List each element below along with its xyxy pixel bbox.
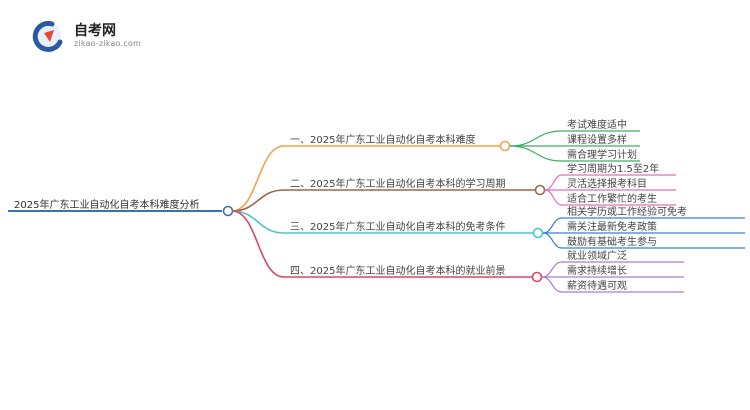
leaf-topic[interactable]: 考试难度适中: [567, 118, 627, 131]
branch-node-dot[interactable]: [532, 227, 544, 239]
leaf-connector: [541, 261, 563, 278]
leaf-connector: [509, 145, 563, 162]
branch-connector: [231, 145, 285, 212]
leaf-topic[interactable]: 薪资待遇可观: [567, 279, 627, 292]
branch-connector: [231, 210, 285, 278]
branch-node-dot[interactable]: [534, 184, 546, 196]
branch-connector: [231, 189, 285, 212]
branch-node-dot[interactable]: [499, 140, 511, 152]
leaf-topic[interactable]: 课程设置多样: [567, 133, 627, 146]
leaf-topic[interactable]: 需合理学习计划: [567, 148, 637, 161]
branch-topic-1[interactable]: 一、2025年广东工业自动化自考本科难度: [290, 133, 475, 146]
leaf-topic[interactable]: 灵活选择报考科目: [567, 177, 647, 190]
root-topic[interactable]: 2025年广东工业自动化自考本科难度分析: [14, 198, 199, 211]
leaf-connector: [542, 217, 563, 234]
leaf-connector: [509, 130, 563, 147]
site-logo[interactable]: 自考网 zikao-zikao.com: [30, 18, 170, 52]
leaf-topic[interactable]: 鼓励有基础考生参与: [567, 235, 657, 248]
branch-connector: [231, 210, 285, 234]
leaf-topic[interactable]: 就业领域广泛: [567, 249, 627, 262]
leaf-connector: [544, 174, 563, 191]
leaf-topic[interactable]: 相关学历或工作经验可免考: [567, 205, 687, 218]
logo-name: 自考网: [74, 23, 116, 39]
leaf-topic[interactable]: 需关注最新免考政策: [567, 220, 657, 233]
logo-url: zikao-zikao.com: [74, 39, 141, 48]
leaf-topic[interactable]: 学习周期为1.5至2年: [567, 162, 659, 175]
logo-icon: [32, 20, 63, 52]
leaf-topic[interactable]: 需求持续增长: [567, 264, 627, 277]
branch-topic-3[interactable]: 三、2025年广东工业自动化自考本科的免考条件: [290, 220, 505, 233]
leaf-connector: [541, 276, 563, 293]
leaf-connector: [542, 232, 563, 249]
root-node-dot[interactable]: [222, 205, 234, 217]
branch-node-dot[interactable]: [531, 271, 543, 283]
leaf-connector: [544, 189, 563, 206]
branch-topic-4[interactable]: 四、2025年广东工业自动化自考本科的就业前景: [290, 264, 505, 277]
leaf-topic[interactable]: 适合工作繁忙的考生: [567, 192, 657, 205]
branch-topic-2[interactable]: 二、2025年广东工业自动化自考本科的学习周期: [290, 177, 505, 190]
